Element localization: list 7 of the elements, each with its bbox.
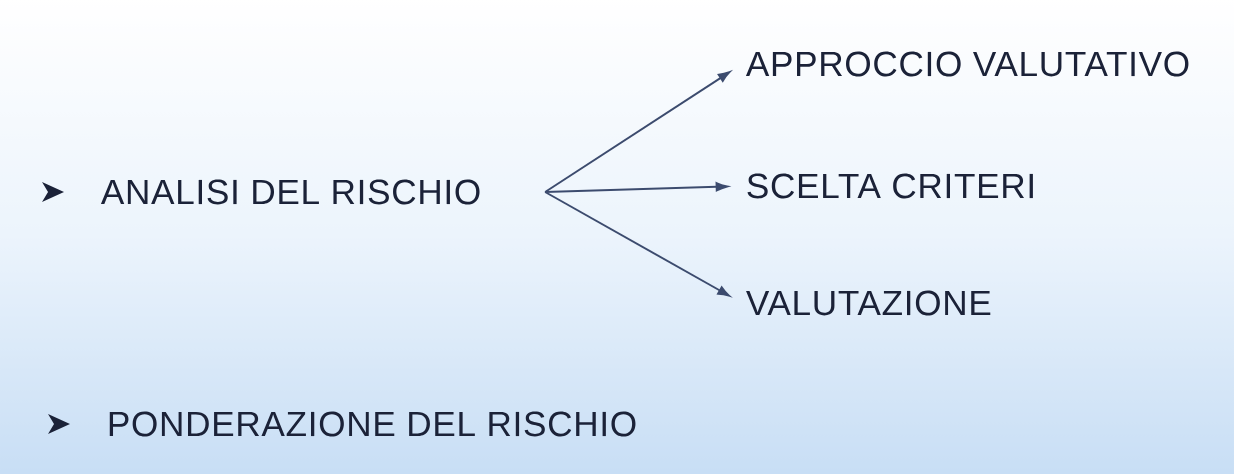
arrow: [544, 71, 731, 193]
item-text: VALUTAZIONE: [746, 290, 991, 316]
item-text: ANALISI DEL RISCHIO: [100, 179, 480, 205]
item-text: SCELTA CRITERI: [747, 173, 1033, 199]
item-text: APPROCCIO VALUTATIVO: [745, 51, 1189, 77]
arrow: [544, 191, 730, 297]
item-text: PONDERAZIONE DEL RISCHIO: [109, 411, 636, 437]
